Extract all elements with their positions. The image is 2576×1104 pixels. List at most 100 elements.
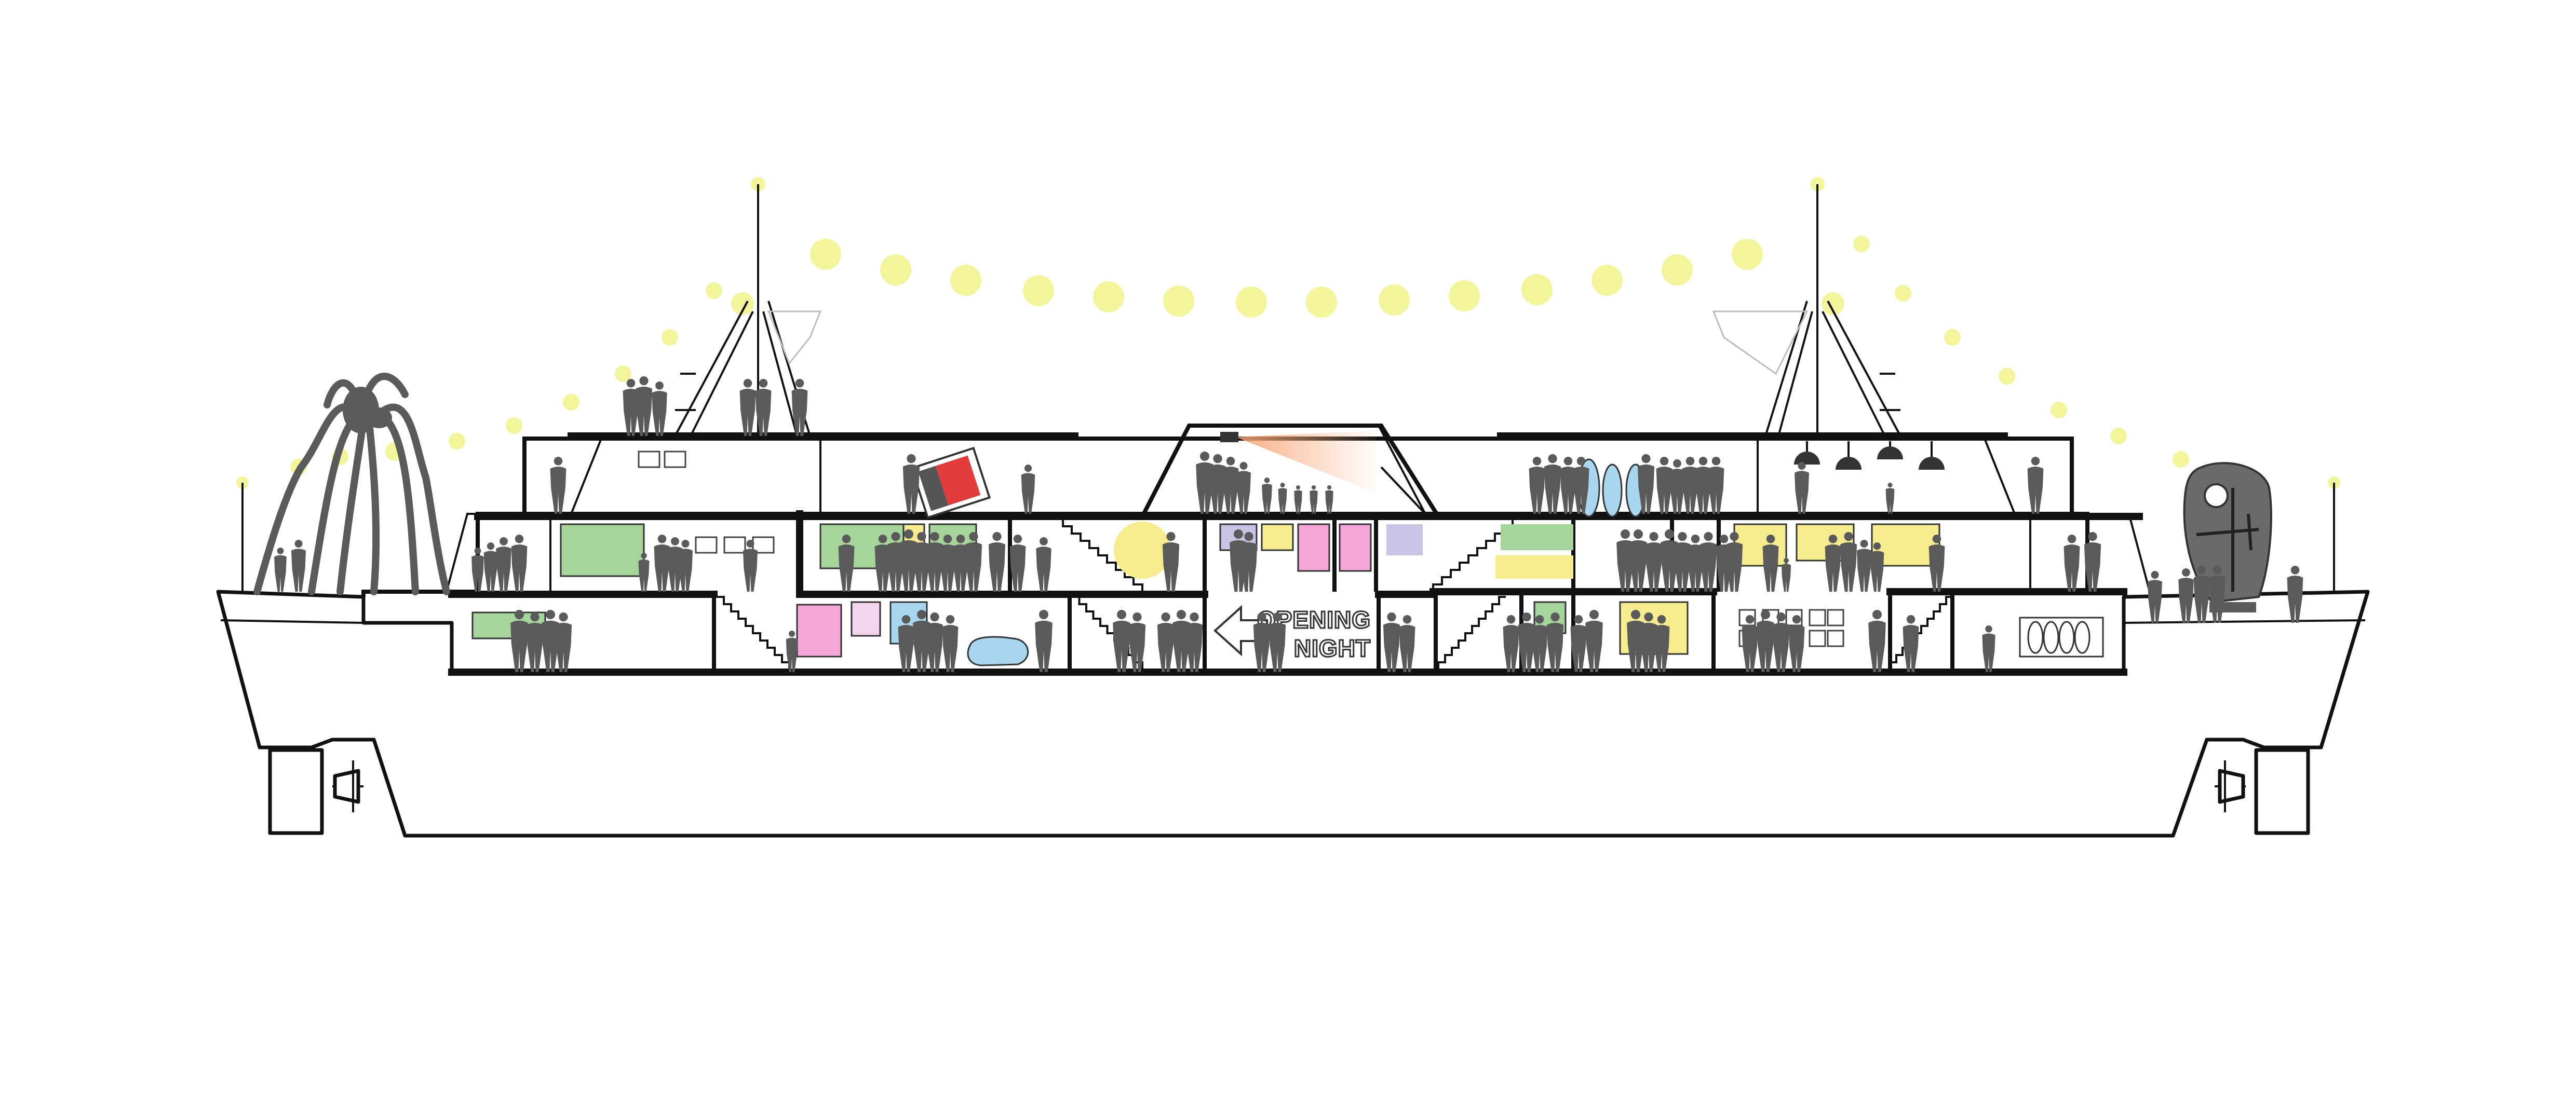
person-silhouette bbox=[1653, 615, 1670, 672]
light-bulb bbox=[810, 239, 841, 270]
mast-right bbox=[1712, 184, 1901, 437]
light-bulb bbox=[1662, 254, 1693, 285]
light-bulb bbox=[1449, 280, 1480, 311]
person-silhouette bbox=[1162, 532, 1180, 592]
person-silhouette bbox=[483, 542, 498, 592]
person-silhouette bbox=[1518, 612, 1535, 672]
person-silhouette bbox=[2209, 566, 2226, 623]
person-silhouette bbox=[965, 532, 982, 592]
light-bulb bbox=[1093, 281, 1124, 312]
person-silhouette bbox=[1781, 558, 1791, 592]
person-silhouette bbox=[913, 532, 930, 592]
person-silhouette bbox=[1868, 610, 1886, 672]
person-silhouette bbox=[2178, 568, 2194, 623]
person-silhouette bbox=[1772, 612, 1790, 672]
person-silhouette bbox=[1700, 532, 1717, 592]
light-bulb bbox=[1521, 274, 1553, 305]
artwork-green-stripes bbox=[1501, 524, 1573, 550]
artwork-pink-small bbox=[851, 601, 881, 637]
light-bulb bbox=[1236, 287, 1267, 318]
person-silhouette bbox=[942, 615, 959, 672]
person-silhouette bbox=[926, 532, 943, 592]
person-silhouette bbox=[900, 529, 918, 592]
light-bulb bbox=[1822, 292, 1844, 315]
person-silhouette bbox=[1570, 615, 1587, 672]
person-silhouette bbox=[874, 535, 891, 592]
person-silhouette bbox=[1157, 612, 1175, 672]
projector-beam bbox=[1236, 431, 1376, 493]
person-silhouette bbox=[743, 540, 758, 592]
person-silhouette bbox=[1253, 612, 1271, 672]
staircase bbox=[1437, 596, 1506, 670]
person-silhouette bbox=[1240, 532, 1258, 592]
person-silhouette bbox=[652, 381, 667, 436]
opening-night-sign: OPENING NIGHT bbox=[1213, 605, 1371, 663]
person-silhouette bbox=[1021, 465, 1035, 514]
pendant-lamps bbox=[1794, 441, 1945, 470]
light-bulb bbox=[1732, 239, 1763, 270]
person-silhouette bbox=[902, 454, 920, 514]
person-silhouette bbox=[1627, 610, 1644, 672]
projector-icon bbox=[1220, 432, 1238, 442]
person-silhouette bbox=[654, 535, 670, 592]
person-silhouette bbox=[755, 379, 772, 436]
person-silhouette bbox=[1383, 612, 1400, 672]
person-silhouette bbox=[1640, 612, 1657, 672]
person-silhouette bbox=[791, 379, 808, 436]
light-bulb bbox=[731, 292, 754, 315]
staircase bbox=[1054, 518, 1143, 592]
person-silhouette bbox=[511, 535, 528, 592]
light-bulb bbox=[1592, 265, 1623, 296]
person-silhouette bbox=[1036, 537, 1051, 592]
person-silhouette bbox=[1196, 452, 1213, 514]
artwork-green-large bbox=[560, 523, 645, 577]
person-silhouette bbox=[1870, 542, 1884, 592]
person-silhouette bbox=[1529, 457, 1545, 514]
light-bulb bbox=[2173, 451, 2189, 468]
person-silhouette bbox=[1903, 615, 1919, 672]
person-silhouette bbox=[678, 540, 693, 592]
person-silhouette bbox=[1209, 454, 1226, 514]
person-silhouette bbox=[1616, 529, 1634, 592]
person-silhouette bbox=[1262, 478, 1272, 514]
artwork-red-tilted bbox=[910, 446, 991, 519]
person-silhouette bbox=[1757, 610, 1774, 672]
artwork-purple-2 bbox=[1386, 524, 1423, 555]
artwork-pink-2 bbox=[1339, 523, 1372, 572]
person-silhouette bbox=[1762, 535, 1779, 592]
person-silhouette bbox=[1278, 483, 1287, 514]
artwork-yellow-circle bbox=[1114, 522, 1171, 579]
propeller-icon bbox=[2218, 760, 2245, 812]
person-silhouette bbox=[939, 535, 956, 592]
person-silhouette bbox=[2064, 535, 2080, 592]
person-silhouette bbox=[471, 548, 484, 592]
projector bbox=[1220, 431, 1376, 493]
person-silhouette bbox=[1172, 610, 1190, 672]
person-silhouette bbox=[988, 532, 1006, 592]
artwork-yellow bbox=[1261, 523, 1294, 551]
person-silhouette bbox=[1682, 457, 1698, 514]
person-silhouette bbox=[1629, 529, 1647, 592]
light-bulb bbox=[615, 365, 631, 382]
person-silhouette bbox=[1795, 462, 1809, 514]
person-silhouette bbox=[1656, 457, 1673, 514]
person-silhouette bbox=[550, 457, 567, 514]
person-silhouette bbox=[1661, 529, 1678, 592]
gallery-frames bbox=[638, 451, 1844, 647]
light-bulb bbox=[662, 329, 678, 346]
person-silhouette bbox=[1546, 612, 1564, 672]
spider-sculpture-icon bbox=[253, 373, 450, 595]
artwork-yellow-wide bbox=[1495, 555, 1573, 579]
person-silhouette bbox=[635, 376, 653, 436]
person-silhouette bbox=[1503, 615, 1519, 672]
ship-hull bbox=[216, 590, 2370, 838]
person-silhouette bbox=[1325, 485, 1333, 514]
person-silhouette bbox=[1128, 612, 1146, 672]
person-silhouette bbox=[1674, 532, 1691, 592]
light-bulb bbox=[706, 282, 722, 299]
light-bulb bbox=[1163, 285, 1194, 317]
artwork-pink-mid bbox=[1297, 523, 1330, 572]
person-silhouette bbox=[1637, 454, 1655, 514]
person-silhouette bbox=[1645, 532, 1663, 592]
